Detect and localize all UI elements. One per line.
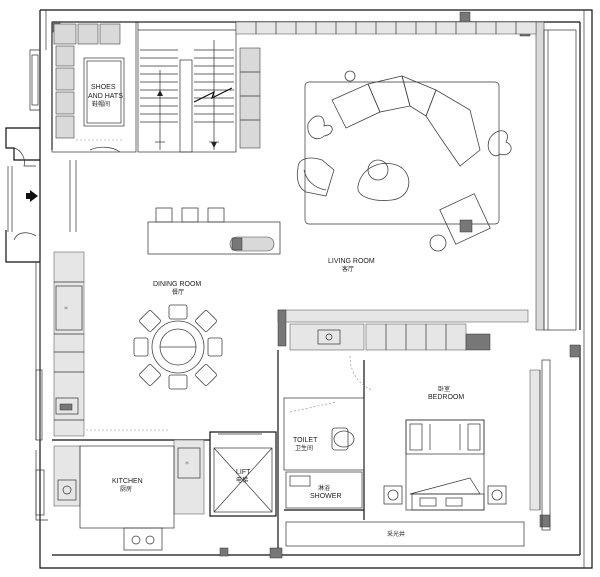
svg-text:*: * <box>185 460 189 469</box>
left-facade <box>5 49 77 521</box>
toilet-label-cn: 卫生间 <box>295 444 313 452</box>
entry-arrow-tail <box>26 193 31 199</box>
staircase <box>137 21 237 153</box>
svg-text:*: * <box>64 305 68 314</box>
toilet-shower <box>283 397 365 511</box>
bedroom-wall <box>277 309 529 555</box>
misc-details <box>45 10 585 568</box>
bar-counter <box>147 207 281 255</box>
bedroom-label-cn: 卧室 <box>438 385 450 393</box>
living-room-label: LIVING ROOM <box>328 258 375 265</box>
lift-label: LIFT <box>236 469 251 476</box>
dining-room-label-cn: 餐厅 <box>172 288 184 296</box>
bedroom <box>383 359 551 531</box>
lift-label-cn: 电梯 <box>236 476 248 484</box>
shower-label: SHOWER <box>310 493 342 500</box>
shoes-label-cn: 鞋帽间 <box>92 100 110 108</box>
bedroom-label: BEDROOM <box>428 394 464 401</box>
kitchen-label-cn: 厨房 <box>120 485 132 493</box>
living-room-label-cn: 客厅 <box>342 265 354 273</box>
skylight-well <box>285 521 525 547</box>
toilet-label: TOILET <box>293 437 318 444</box>
living-room-furniture <box>296 70 512 252</box>
entry-arrow-icon <box>30 190 38 202</box>
dining-room-label: DINING ROOM <box>153 281 201 288</box>
top-cabinets <box>235 21 537 149</box>
shoes-and-hats-room <box>51 21 137 153</box>
kitchen-label: KITCHEN <box>112 478 143 485</box>
kitchen-wall-cabinets: * <box>53 251 85 437</box>
shoes-label-2: AND HATS <box>88 93 123 100</box>
dining-table <box>133 304 223 390</box>
kitchen: * <box>52 429 210 551</box>
lift <box>209 431 277 517</box>
shoes-label-1: SHOES <box>91 84 116 91</box>
shower-label-cn: 淋浴 <box>318 484 330 492</box>
skylight-label-cn: 采光井 <box>387 530 405 538</box>
